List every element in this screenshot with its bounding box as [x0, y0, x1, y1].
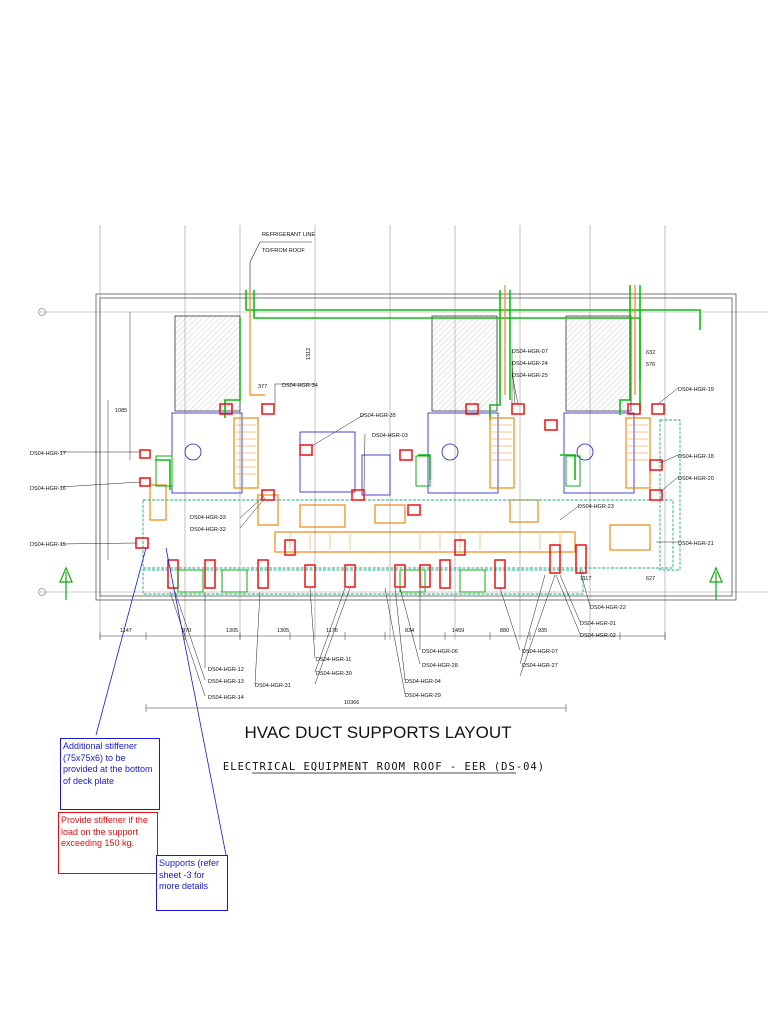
support-tag: DS04-HGR-34: [282, 383, 318, 389]
support-tag: DS04-HGR-16: [30, 486, 66, 492]
support-tag: DS04-HGR-07: [522, 649, 558, 655]
stiffener-note: Additional stiffener (75x75x6) to be pro…: [60, 738, 160, 810]
support-tag: DS04-HGR-07: [512, 349, 548, 355]
drawing-subtitle: ELECTRICAL EQUIPMENT ROOM ROOF - EER (DS…: [223, 761, 545, 773]
support-tag: DS04-HGR-19: [678, 387, 714, 393]
svg-text:10366: 10366: [344, 700, 359, 706]
svg-text:1305: 1305: [226, 628, 238, 634]
support-tag: DS04-HGR-31: [255, 683, 291, 689]
support-tag: DS04-HGR-25: [512, 373, 548, 379]
support-tag: DS04-HGR-32: [190, 527, 226, 533]
support-tag: DS04-HGR-33: [190, 515, 226, 521]
support-tag: DS04-HGR-20: [678, 476, 714, 482]
support-tag: DS04-HGR-22: [590, 605, 626, 611]
support-tag: DS04-HGR-14: [208, 695, 244, 701]
svg-text:880: 880: [500, 628, 509, 634]
green-grilles: [155, 455, 581, 593]
refrigerant-note-line1: REFRIGERANT LINE: [262, 232, 315, 238]
svg-text:1312: 1312: [306, 348, 312, 360]
indoor-units: [171, 412, 635, 496]
svg-text:834: 834: [405, 628, 414, 634]
support-tag: DS04-HGR-12: [208, 667, 244, 673]
main-duct: [142, 419, 681, 595]
supports-note: Supports (refer sheet -3 for more detail…: [156, 855, 228, 911]
support-tags: DS04-HGR-34 DS04-HGR-17 DS04-HGR-16 DS04…: [30, 349, 714, 701]
orange-duct: [149, 285, 651, 553]
north-arrow-right: [709, 566, 723, 600]
support-tag: DS04-HGR-01: [580, 621, 616, 627]
svg-text:1147: 1147: [120, 628, 132, 634]
support-tag: DS04-HGR-28: [422, 663, 458, 669]
support-tag: DS04-HGR-06: [422, 649, 458, 655]
support-tag: DS04-HGR-23: [578, 504, 614, 510]
support-tag: DS04-HGR-11: [316, 657, 351, 663]
leader-lines: [59, 350, 679, 697]
svg-text:1176: 1176: [326, 628, 338, 634]
support-tag: DS04-HGR-17: [30, 451, 66, 457]
note-leader-lines: [95, 547, 227, 856]
north-arrow: [59, 566, 73, 600]
support-tag: DS04-HGR-03: [372, 433, 408, 439]
support-tag: DS04-HGR-13: [208, 679, 244, 685]
load-note: Provide stiffener if the load on the sup…: [58, 812, 158, 874]
grid-bubble-a: [38, 308, 46, 596]
support-tag: DS04-HGR-02: [580, 633, 616, 639]
support-tag: DS04-HGR-04: [405, 679, 441, 685]
support-brackets: [135, 403, 665, 589]
svg-text:377: 377: [258, 384, 267, 390]
support-tag: DS04-HGR-35: [360, 413, 396, 419]
equipment-units: [174, 315, 632, 412]
svg-text:1117: 1117: [580, 576, 591, 582]
refrigerant-callout-leader: [249, 241, 312, 290]
support-tag: DS04-HGR-15: [30, 542, 66, 548]
refrigerant-lines: [155, 285, 701, 490]
svg-text:1305: 1305: [277, 628, 289, 634]
svg-text:935: 935: [538, 628, 547, 634]
support-tag: DS04-HGR-27: [522, 663, 558, 669]
svg-text:632: 632: [646, 350, 655, 356]
dimension-lines: [99, 312, 666, 712]
support-tag: DS04-HGR-18: [678, 454, 714, 460]
orange-duct-ribs: [236, 424, 648, 550]
svg-text:970: 970: [182, 628, 191, 634]
support-tag: DS04-HGR-21: [678, 541, 714, 547]
svg-text:1085: 1085: [115, 408, 127, 414]
refrigerant-note-line2: TO/FROM ROOF: [262, 248, 305, 254]
support-tag: DS04-HGR-29: [405, 693, 441, 699]
svg-text:576: 576: [646, 362, 655, 368]
dimension-labels: 1147 970 1305 1305 1176 834 1459 880 935…: [115, 348, 655, 706]
support-tag: DS04-HGR-30: [316, 671, 352, 677]
svg-text:627: 627: [646, 576, 655, 582]
svg-text:1459: 1459: [452, 628, 464, 634]
drawing-title: HVAC DUCT SUPPORTS LAYOUT: [244, 723, 511, 742]
building-outline: [95, 293, 737, 601]
support-tag: DS04-HGR-24: [512, 361, 548, 367]
